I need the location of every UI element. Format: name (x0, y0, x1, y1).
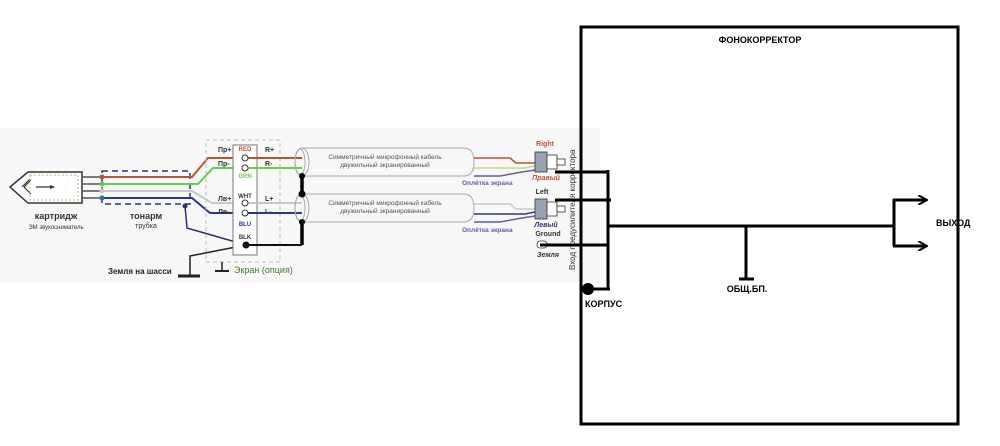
tonearm-shield-wire (184, 205, 247, 246)
tonearm-subtitle: трубка (135, 222, 157, 230)
pin-blu-icon (241, 209, 249, 217)
common-label: ОБЩ.БП. (727, 284, 768, 294)
red-wire (102, 157, 246, 178)
output-label: ВЫХОД (936, 218, 971, 228)
rca-right-plug-icon (534, 151, 548, 173)
cable-2-line2: двужильный экранированный (340, 207, 430, 215)
right-en-label: Right (536, 141, 555, 148)
tonearm-tube (101, 170, 191, 205)
preamp-title: ФОНОКОРРЕКТОР (719, 35, 802, 45)
pin-wht-label: WHT (238, 194, 252, 200)
preamp-input-label: Вход предусилителя корректора (568, 149, 577, 270)
cable-1-braid-label: Оплётка экрана (462, 180, 513, 187)
cartridge-title: картридж (35, 211, 78, 221)
cable-2-braid-label: Оплётка экрана (462, 227, 513, 234)
pin-red-label: RED (239, 147, 252, 153)
ground-en-label: Ground (535, 231, 560, 238)
label-r-plus: R+ (265, 147, 274, 154)
white-wire (102, 190, 246, 204)
shield-bonding (298, 173, 306, 245)
screen-option-label: Экран (опция) (234, 265, 293, 275)
chassis-body-terminal-icon (582, 283, 594, 295)
screen-outline (205, 139, 281, 263)
left-panel-background (0, 128, 600, 283)
label-lv-minus: Лв- (218, 209, 230, 216)
right-ru-label: Правый (532, 174, 560, 182)
body-label: КОРПУС (585, 299, 623, 309)
pin-red-icon (241, 154, 249, 162)
cartridge-subtitle: ЭМ звукосниматель (28, 225, 83, 231)
terminal-block: Пр+ Пр- Лв+ Лв- RED GRN WHT BLU BLK R+ R… (205, 139, 302, 275)
ground-ru-label: Земля (537, 252, 559, 259)
pin-grn-icon (241, 164, 249, 172)
preamp-input-wiring: КОРПУС (540, 170, 893, 309)
output-wiring: ВЫХОД (892, 199, 971, 246)
cartridge-leads (82, 176, 102, 199)
cable-1-line2: двужильный экранированный (340, 161, 430, 169)
coil-outline (29, 174, 79, 201)
pin-blk-label: BLK (239, 235, 252, 241)
green-wire (102, 167, 246, 185)
rca-left: Left Левый (533, 189, 566, 229)
chassis-ground-label: Земля на шасси (108, 267, 172, 276)
cable-1-line1: Симметричный микрофонный кабель (328, 153, 442, 161)
rca-right: Right Правый (532, 141, 566, 182)
chassis-ground: Земля на шасси (108, 244, 247, 278)
pin-wht-icon (241, 199, 249, 207)
cable-2-line1: Симметричный микрофонный кабель (328, 199, 442, 207)
preamp-box (579, 25, 960, 426)
common-ground: ОБЩ.БП. (727, 226, 768, 294)
rca-left-plug-icon (534, 198, 548, 220)
label-l-plus: L+ (265, 196, 273, 203)
label-r-minus: R- (265, 161, 273, 168)
left-ru-label: Левый (533, 221, 558, 229)
label-pr-minus: Пр- (218, 161, 230, 168)
label-lv-plus: Лв+ (218, 196, 231, 203)
pin-blu-label: BLU (239, 222, 251, 228)
pin-grn-label: GRN (238, 174, 251, 180)
label-pr-plus: Пр+ (218, 147, 231, 154)
blue-wire (102, 197, 246, 214)
tonearm-wires (99, 157, 247, 246)
tonearm-title: тонарм (130, 211, 163, 221)
cable-1: Симметричный микрофонный кабель двужильн… (294, 147, 536, 187)
left-en-label: Left (536, 189, 550, 196)
cartridge: картридж ЭМ звукосниматель (8, 171, 84, 231)
